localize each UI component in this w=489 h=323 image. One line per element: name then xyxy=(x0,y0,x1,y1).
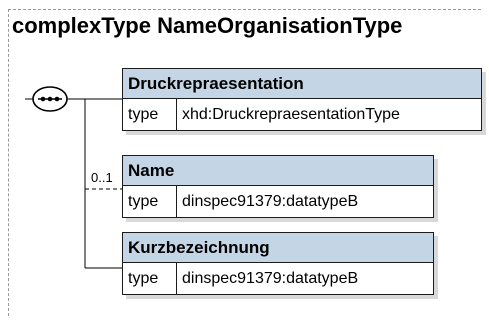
occurrence-label: 0..1 xyxy=(91,170,113,185)
type-value: dinspec91379:datatypeB xyxy=(182,270,359,287)
element-type-row: type xhd:DruckrepraesentationType xyxy=(122,99,482,131)
type-value: xhd:DruckrepraesentationType xyxy=(182,106,400,123)
element-type-row: type dinspec91379:datatypeB xyxy=(122,186,434,218)
type-key: type xyxy=(123,99,177,130)
sequence-icon xyxy=(32,86,68,112)
element-type-row: type dinspec91379:datatypeB xyxy=(122,263,434,295)
type-value: dinspec91379:datatypeB xyxy=(182,193,359,210)
element-box-name[interactable]: Name type dinspec91379:datatypeB xyxy=(122,155,434,218)
element-name: Druckrepraesentation xyxy=(122,68,482,99)
element-name: Name xyxy=(122,155,434,186)
diagram-title: complexType NameOrganisationType xyxy=(12,13,403,38)
type-key: type xyxy=(123,263,177,294)
element-name: Kurzbezeichnung xyxy=(122,232,434,263)
element-box-kurzbezeichnung[interactable]: Kurzbezeichnung type dinspec91379:dataty… xyxy=(122,232,434,295)
element-box-druckrepraesentation[interactable]: Druckrepraesentation type xhd:Druckrepra… xyxy=(122,68,482,131)
type-key: type xyxy=(123,186,177,217)
diagram-frame xyxy=(8,9,481,316)
